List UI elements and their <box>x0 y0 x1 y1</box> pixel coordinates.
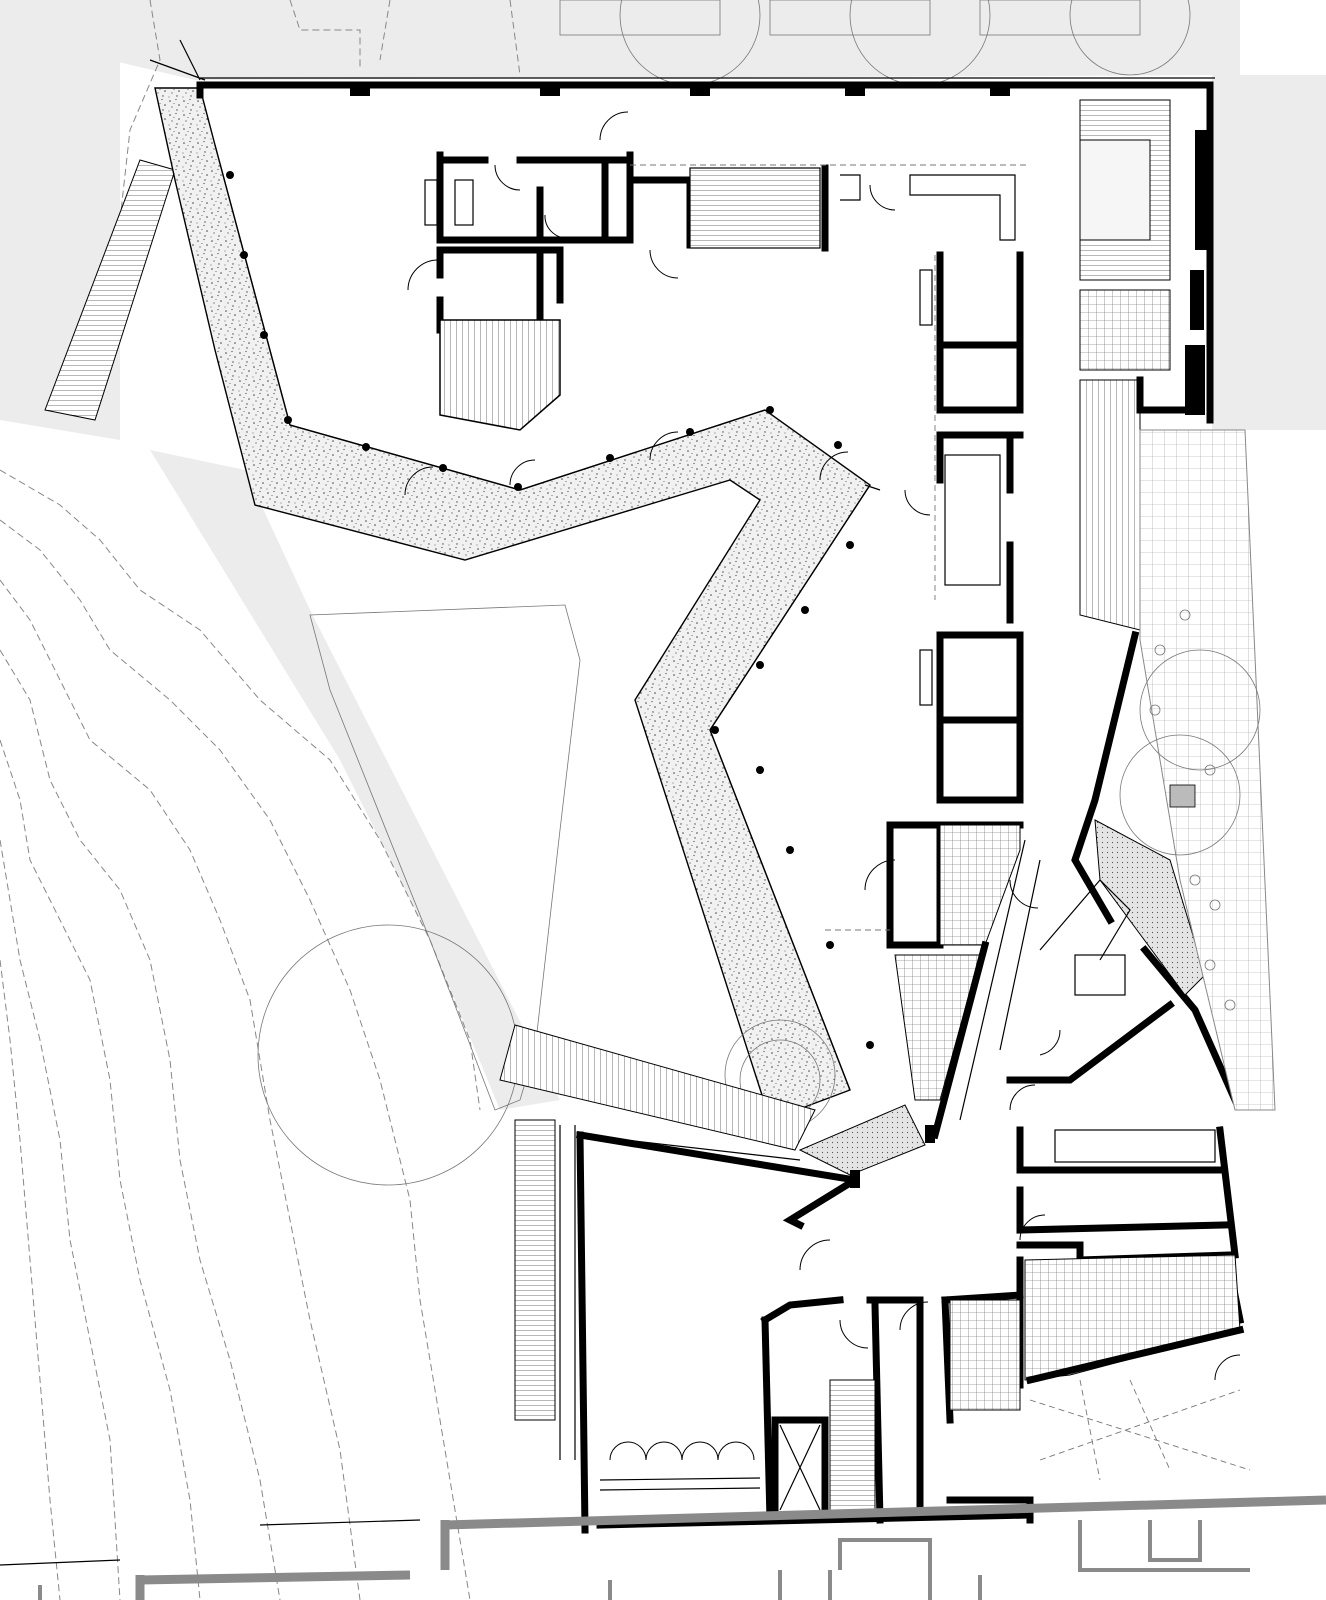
terrazzo-gallery <box>154 87 926 1176</box>
lower-left-stair <box>514 1119 576 1460</box>
east-wing-rooms <box>886 251 1024 1101</box>
outer-walls <box>196 77 1215 424</box>
right-paving <box>1119 429 1276 1111</box>
overhead-dashed <box>825 255 1251 1481</box>
lower-stair <box>499 1024 816 1151</box>
south-rooms <box>575 1130 1034 1534</box>
right-street <box>1212 75 1326 430</box>
north-rooms <box>424 151 1030 431</box>
tree-canopy <box>1069 0 1191 76</box>
terrain-contours <box>0 0 521 1600</box>
gallery-columns <box>226 171 874 1049</box>
gallery-edge-walls <box>624 484 935 1188</box>
east-diagonal-walls <box>930 630 1240 1140</box>
ne-stairs <box>1079 99 1204 631</box>
neighbor-building <box>0 1495 1326 1600</box>
door-swings <box>404 111 1241 1461</box>
southeast-rooms <box>1006 879 1245 1389</box>
left-exterior-stair <box>44 39 206 421</box>
upper-street <box>110 0 1240 80</box>
